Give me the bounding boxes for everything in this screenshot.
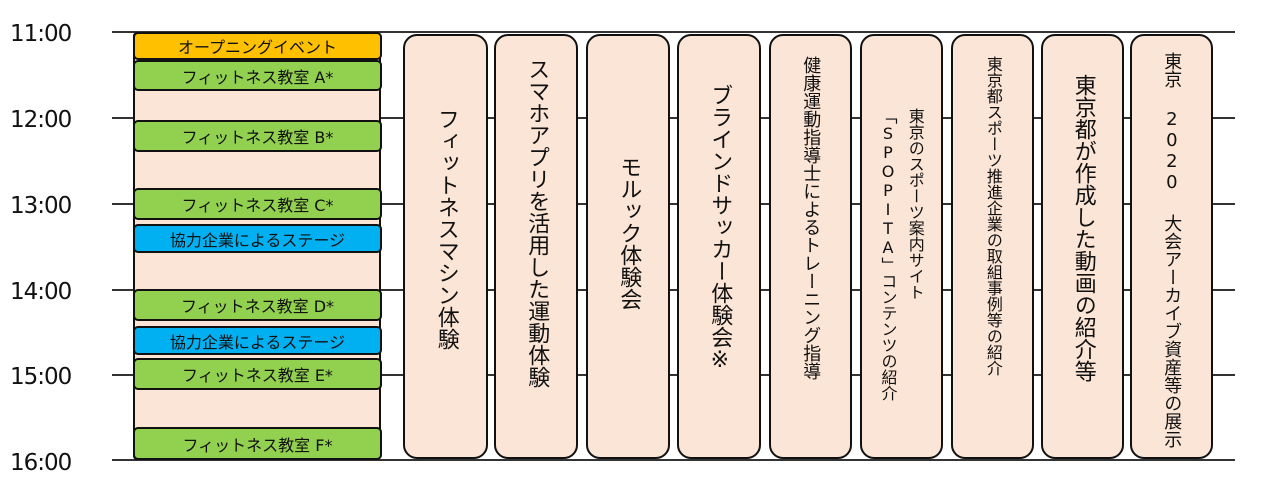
partner-stage-block: 協力企業によるステージ bbox=[133, 224, 382, 253]
booth-label-line: 東京のスポーツ案内サイト bbox=[905, 108, 925, 300]
opening-event-block: オープニングイベント bbox=[133, 32, 382, 60]
booth-column: スマホアプリを活用した運動体験 bbox=[494, 34, 578, 459]
booth-column: 東京 2020 大会アーカイブ資産等の展示 bbox=[1130, 34, 1213, 459]
booth-column: 東京都が作成した動画の紹介等 bbox=[1041, 34, 1124, 459]
booth-column: 東京のスポーツ案内サイト 「SPOPITA」コンテンツの紹介 bbox=[860, 34, 943, 459]
gridline bbox=[112, 289, 1235, 291]
partner-stage-block: 協力企業によるステージ bbox=[133, 326, 382, 355]
booth-label: スマホアプリを活用した運動体験 bbox=[524, 58, 550, 388]
booth-column: 東京都スポーツ推進企業の取組事例等の紹介 bbox=[951, 34, 1034, 459]
fitness-class-block: フィットネス教室 B* bbox=[133, 120, 382, 152]
gridline bbox=[112, 459, 1235, 461]
booth-label: 健康運動指導士によるトレーニング指導 bbox=[800, 56, 822, 380]
time-label: 14:00 bbox=[10, 279, 72, 305]
fitness-class-block: フィットネス教室 C* bbox=[133, 188, 382, 220]
fitness-class-block: フィットネス教室 D* bbox=[133, 289, 382, 321]
booth-column: ブラインドサッカー体験会※ bbox=[677, 34, 761, 459]
booth-column: フィットネスマシン体験 bbox=[403, 34, 488, 459]
fitness-class-block: フィットネス教室 F* bbox=[133, 427, 382, 460]
booth-label: 東京都スポーツ推進企業の取組事例等の紹介 bbox=[983, 56, 1003, 376]
booth-column: 健康運動指導士によるトレーニング指導 bbox=[769, 34, 852, 459]
gridline bbox=[112, 203, 1235, 205]
time-label: 12:00 bbox=[10, 107, 72, 133]
time-label: 11:00 bbox=[10, 21, 72, 47]
booth-label: モルック体験会 bbox=[616, 156, 642, 310]
gridline bbox=[112, 117, 1235, 119]
booth-label: フィットネスマシン体験 bbox=[433, 108, 459, 350]
booth-label: 東京のスポーツ案内サイト 「SPOPITA」コンテンツの紹介 bbox=[874, 108, 928, 457]
booth-label-line: 「SPOPITA」コンテンツの紹介 bbox=[878, 108, 898, 401]
time-label: 16:00 bbox=[10, 450, 72, 476]
fitness-class-block: フィットネス教室 A* bbox=[133, 60, 382, 91]
fitness-class-block: フィットネス教室 E* bbox=[133, 358, 382, 390]
gridline bbox=[112, 31, 1235, 33]
booth-column: モルック体験会 bbox=[586, 34, 670, 459]
booth-label: 東京 2020 大会アーカイブ資産等の展示 bbox=[1161, 52, 1183, 448]
time-label: 15:00 bbox=[10, 364, 72, 390]
booth-label: 東京都が作成した動画の紹介等 bbox=[1070, 74, 1096, 382]
gridline bbox=[112, 374, 1235, 376]
time-label: 13:00 bbox=[10, 193, 72, 219]
booth-label: ブラインドサッカー体験会※ bbox=[707, 84, 733, 373]
